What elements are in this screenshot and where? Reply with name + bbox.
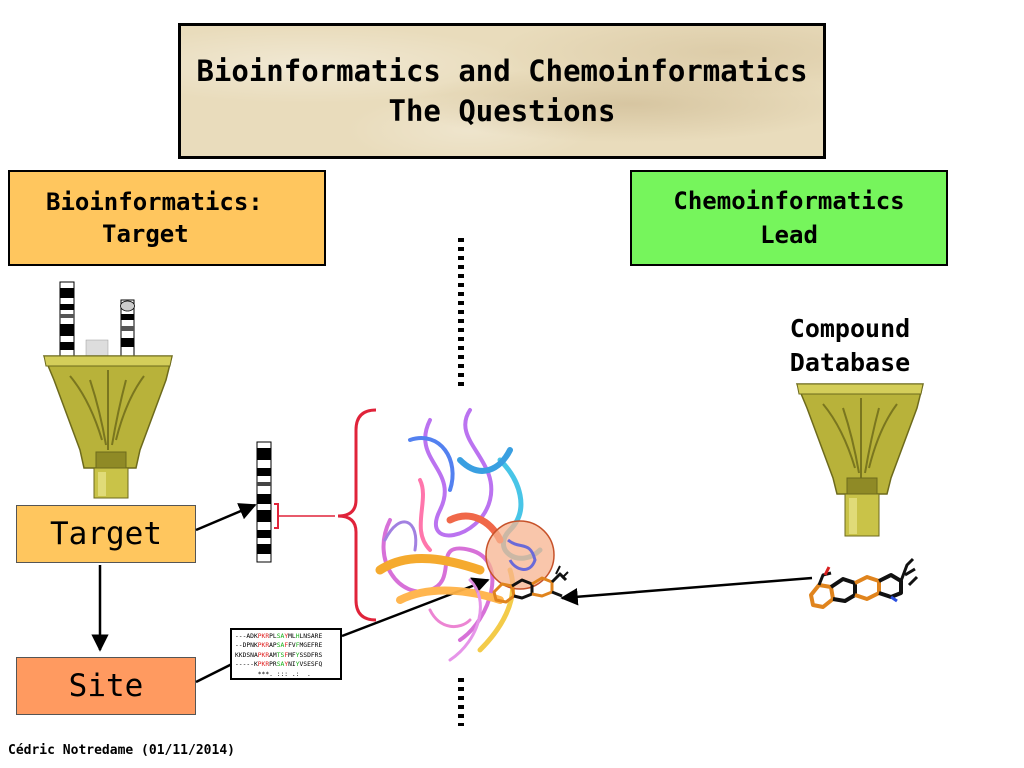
target-to-chromosome-arrow [195, 503, 257, 532]
alignment-segment: PKR [257, 633, 270, 640]
chromosome-icon [256, 441, 279, 563]
compound-label-line-2: Database [789, 348, 911, 377]
alignment-segment: PL [269, 633, 277, 640]
protein-structure-icon [375, 408, 555, 662]
alignment-segment: F [295, 642, 300, 650]
alignment-segment: H [295, 633, 300, 640]
chromosome-icon [120, 299, 135, 357]
alignment-segment: MGEFRE [299, 642, 323, 650]
title-line-2: The Questions [388, 94, 616, 128]
compound-funnel-icon [795, 383, 924, 537]
alignment-segment: SA [276, 642, 285, 650]
title-line-1: Bioinformatics and Chemoinformatics [196, 54, 808, 88]
bioinformatics-label: Bioinformatics: [46, 188, 263, 216]
alignment-segment: TS [276, 651, 285, 659]
site-node: Site [16, 657, 196, 715]
compound-database-label: Compound Database [770, 312, 930, 380]
lead-to-site-arrow [560, 576, 813, 606]
alignment-segment [235, 671, 258, 678]
binding-site-circle [485, 520, 555, 590]
alignment-segment: Y [284, 661, 289, 669]
alignment-segment: AM [269, 651, 277, 659]
alignment-segment: AP [269, 642, 277, 650]
alignment-row: ***. ::: .: . [235, 670, 337, 678]
alignment-segment: Y [295, 661, 300, 669]
alignment-segment: Y [284, 633, 289, 640]
divider-dotted-line [458, 238, 464, 726]
alignment-segment: SSDFRS [299, 651, 323, 659]
alignment-segment: MF [288, 651, 296, 659]
alignment-segment: SA [276, 661, 285, 669]
sequence-alignment: ---ADKPKRPLSAYMLHLNSARE--DPNKPKRAPSAFFVF… [230, 628, 342, 680]
compound-label-line-1: Compound [789, 314, 911, 343]
bioinformatics-header: Bioinformatics: Target [8, 170, 326, 266]
chemoinformatics-sublabel: Lead [760, 221, 818, 249]
target-label: Target [50, 516, 162, 552]
site-to-alignment-line [195, 662, 233, 684]
alignment-segment: ***. ::: .: . [257, 670, 311, 678]
target-node: Target [16, 505, 196, 563]
alignment-segment: --DPNK [235, 642, 258, 650]
site-label: Site [68, 668, 144, 704]
footer-credit: Cédric Notredame (01/11/2014) [8, 743, 235, 758]
title-box: Bioinformatics and Chemoinformatics The … [178, 23, 826, 159]
alignment-segment: NI [288, 661, 296, 669]
alignment-segment: ---ADK [235, 633, 258, 640]
alignment-segment: Y [295, 651, 300, 659]
funnel-icon [42, 355, 173, 499]
bioinformatics-sublabel: Target [102, 220, 189, 248]
alignment-segment: -----K [235, 661, 258, 669]
molecule-icon [492, 565, 569, 604]
alignment-row: --DPNKPKRAPSAFFVFMGEFRE [235, 641, 337, 650]
alignment-row: KKDSNAPKRAMTSFMFYSSDFRS [235, 651, 337, 660]
alignment-segment: FV [288, 642, 296, 650]
alignment-segment: SA [276, 633, 285, 640]
chemoinformatics-label: Chemoinformatics [673, 187, 905, 215]
alignment-segment: PKR [257, 642, 270, 650]
structure-brace [337, 408, 377, 622]
alignment-segment: VSESFQ [299, 661, 323, 669]
funnel-icon [795, 383, 924, 537]
alignment-segment: LNSARE [299, 633, 323, 640]
alignment-row: ---ADKPKRPLSAYMLHLNSARE [235, 632, 337, 641]
genome-funnel-icon [42, 281, 173, 499]
alignment-row: -----KPKRPRSAYNIYVSESFQ [235, 660, 337, 669]
alignment-segment: PR [269, 661, 277, 669]
molecule-icon [809, 557, 919, 609]
alignment-segment: PKR [257, 651, 270, 659]
chemoinformatics-header: Chemoinformatics Lead [630, 170, 948, 266]
alignment-segment: PKR [257, 661, 270, 669]
alignment-segment: F [284, 642, 289, 650]
chromosome-icon [59, 281, 75, 357]
alignment-segment: F [284, 651, 289, 659]
alignment-segment: KKDSNA [235, 651, 258, 659]
alignment-segment: ML [288, 633, 296, 640]
